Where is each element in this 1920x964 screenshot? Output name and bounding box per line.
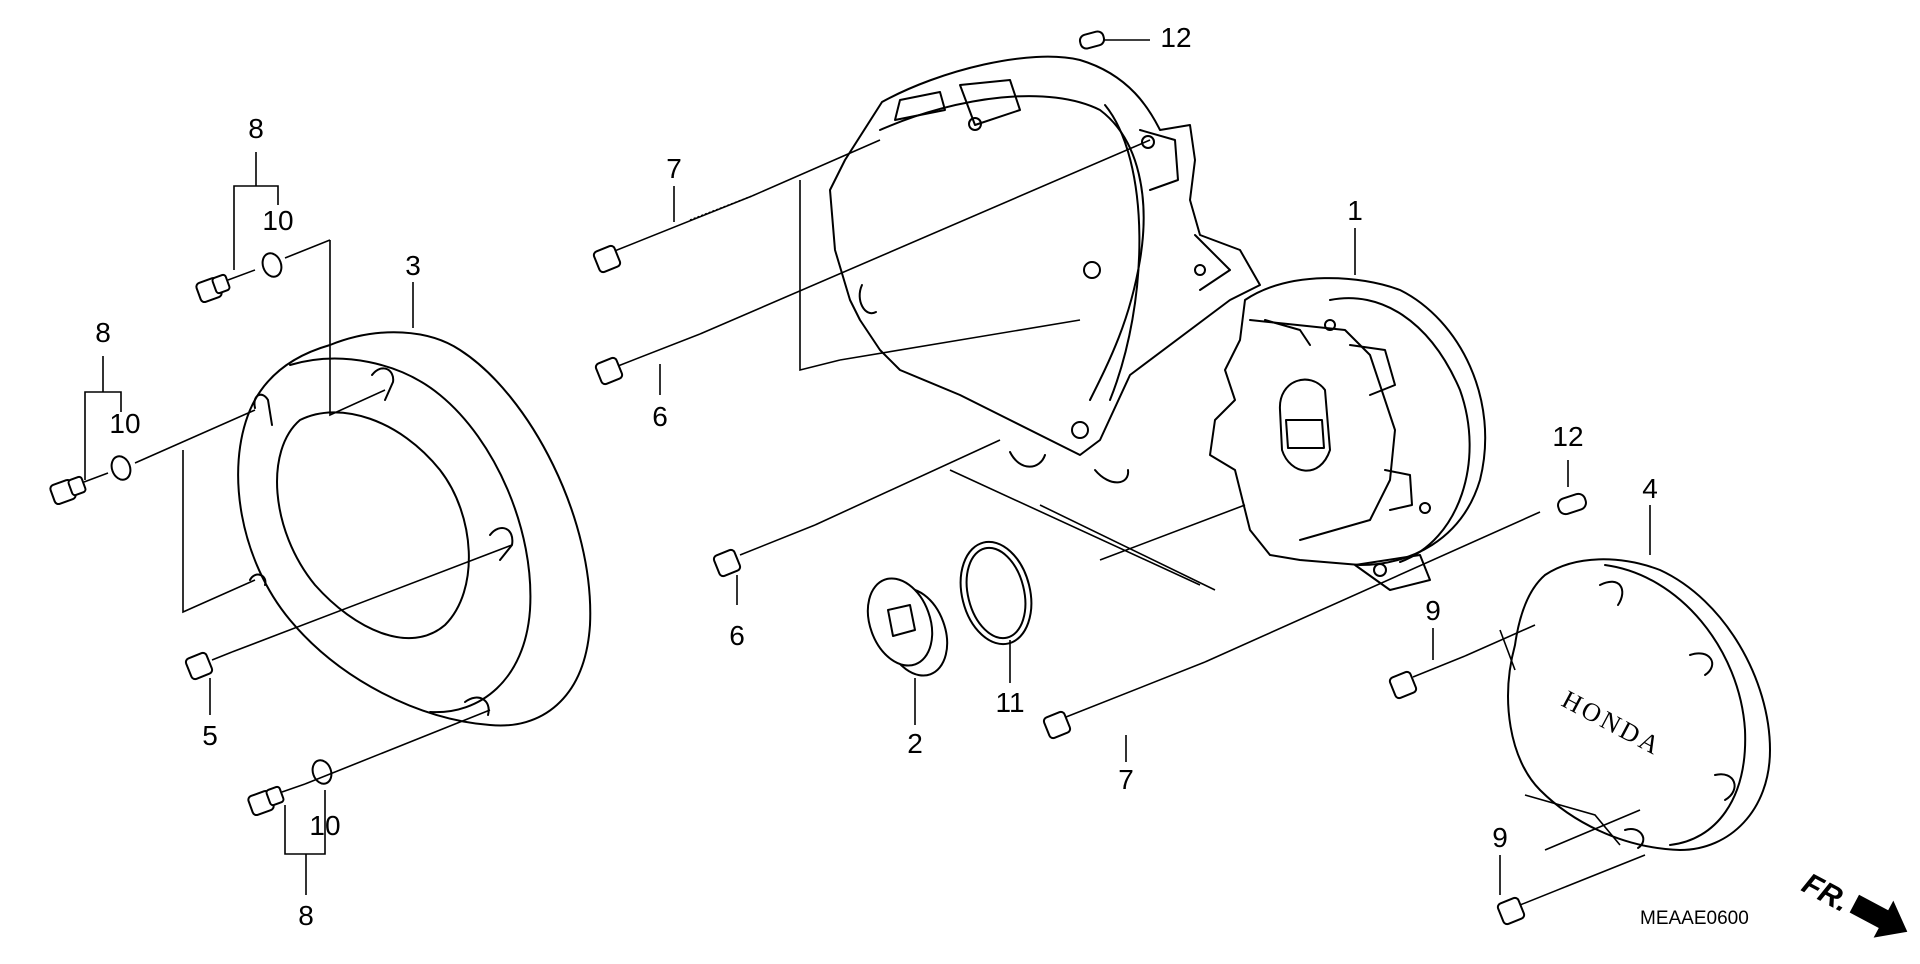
bolt-washer-set-middle [49,455,132,506]
callout-11: 11 [995,687,1024,718]
callout-9-upper: 9 [1425,595,1441,626]
bolt-6-upper [594,333,701,386]
callout-5: 5 [202,720,218,751]
bolt-9-upper [1388,655,1466,700]
callout-6-lower: 6 [729,620,745,651]
callout-6-upper: 6 [652,401,668,432]
dowel-pin-right [1557,492,1587,516]
callout-8-middle: 8 [95,317,111,348]
front-direction-indicator: FR. [1797,867,1908,938]
bolt-7-top [592,195,753,274]
callout-10-top: 10 [262,205,293,236]
arrow-right-down-icon [1849,894,1908,938]
callout-2: 2 [907,728,923,759]
o-ring [959,540,1033,646]
callout-8-bottom: 8 [298,900,314,931]
bolt-washer-set-top [195,252,283,304]
clutch-cover-honda: HONDA [1507,558,1771,851]
clutch-housing [1209,277,1487,591]
callout-10-middle: 10 [109,408,140,439]
diagram-code: MEAAE0600 [1640,908,1749,929]
assembly-lines [84,39,1651,895]
left-cover [237,331,592,727]
callout-7-bottom: 7 [1118,764,1134,795]
callout-8-top: 8 [248,113,264,144]
callout-3: 3 [405,250,421,281]
callout-7-top: 7 [666,153,682,184]
crankcase-cover-body [829,55,1261,484]
bolt-5 [184,651,233,681]
callout-12-top: 12 [1160,22,1191,53]
callout-labels: 12 7 1 6 8 10 3 8 10 12 4 6 9 5 2 11 7 1… [95,22,1658,931]
callout-9-lower: 9 [1492,822,1508,853]
callout-10-bottom: 10 [309,810,340,841]
bolt-washer-set-bottom [247,759,333,817]
callout-1: 1 [1347,195,1363,226]
callout-4: 4 [1642,473,1658,504]
callout-12-right: 12 [1552,421,1583,452]
plug-cap [866,577,949,677]
dowel-pin-top [1078,30,1106,50]
bolt-9-lower [1496,886,1566,926]
bolt-6-lower [712,524,816,578]
front-label: FR. [1797,867,1855,919]
bolt-7-bottom [1042,661,1206,740]
